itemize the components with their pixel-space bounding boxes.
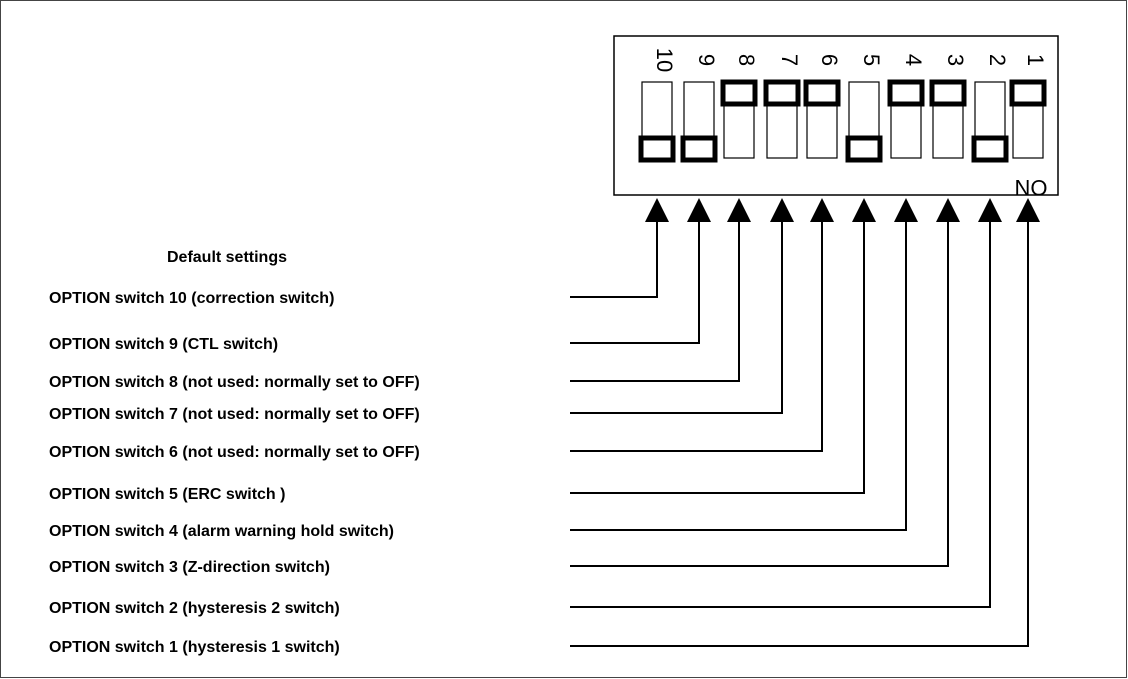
switch-number: 1 [1023,54,1048,66]
arrow-head [852,198,876,222]
switch-label: OPTION switch 9 (CTL switch) [49,336,278,353]
switch-number: 8 [734,54,759,66]
arrow-head [978,198,1002,222]
switch-label: OPTION switch 2 (hysteresis 2 switch) [49,600,340,617]
arrow-head [770,198,794,222]
arrow-head [894,198,918,222]
switch-number: 5 [859,54,884,66]
switch-label: OPTION switch 8 (not used: normally set … [49,374,420,391]
switch-knob [845,135,883,163]
switch-knob [1009,79,1047,107]
switch-number: 7 [777,54,802,66]
switch-number: 10 [652,48,677,72]
switch-knob [763,79,801,107]
switch-knob [803,79,841,107]
switch-label: OPTION switch 6 (not used: normally set … [49,444,420,461]
arrow-head [810,198,834,222]
arrow-head [645,198,669,222]
switch-number: 2 [985,54,1010,66]
arrow-head [687,198,711,222]
switch-number: 3 [943,54,968,66]
default-settings-heading: Default settings [167,249,287,266]
switch-number: 4 [901,54,926,66]
switch-label: OPTION switch 5 (ERC switch ) [49,486,285,503]
switch-label: OPTION switch 1 (hysteresis 1 switch) [49,639,340,656]
arrow-head [727,198,751,222]
arrow-head [936,198,960,222]
switch-knob [638,135,676,163]
on-indicator-label: ON [1015,175,1048,200]
switch-number: 9 [694,54,719,66]
arrow-head [1016,198,1040,222]
switch-label: OPTION switch 7 (not used: normally set … [49,406,420,423]
switch-knob [929,79,967,107]
switch-knob [720,79,758,107]
switch-knob [887,79,925,107]
switch-label: OPTION switch 4 (alarm warning hold swit… [49,523,394,540]
switch-label: OPTION switch 3 (Z-direction switch) [49,559,330,576]
switch-label: OPTION switch 10 (correction switch) [49,290,334,307]
switch-knob [680,135,718,163]
switch-knob [971,135,1009,163]
switch-number: 6 [817,54,842,66]
